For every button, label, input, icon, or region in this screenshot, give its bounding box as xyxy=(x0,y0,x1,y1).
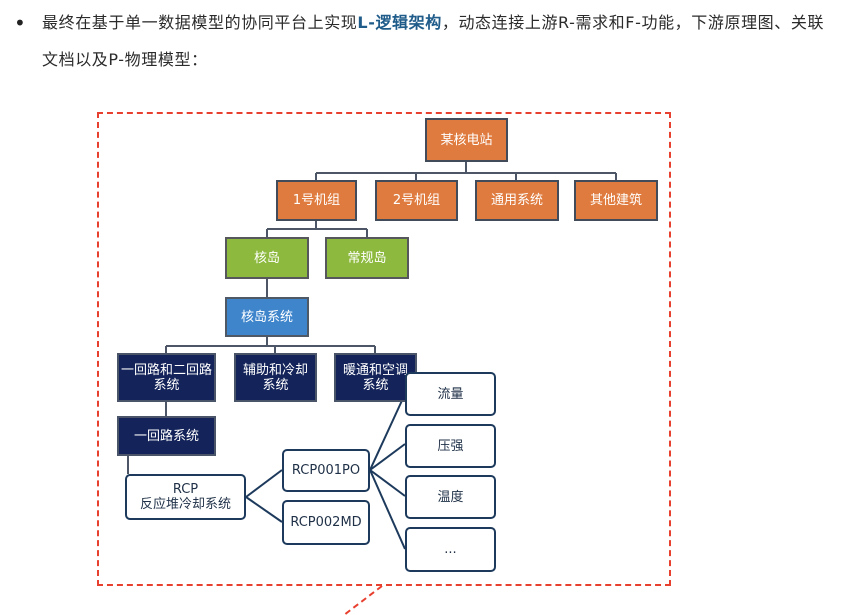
node-other-buildings: 其他建筑 xyxy=(574,180,658,221)
node-param-temperature: 温度 xyxy=(405,475,496,519)
bullet-point: • xyxy=(14,11,26,35)
node-root: 某核电站 xyxy=(425,118,508,162)
node-param-pressure: 压强 xyxy=(405,424,496,468)
dashed-frame xyxy=(97,112,671,586)
node-unit-1: 1号机组 xyxy=(276,180,357,221)
node-rcp002md: RCP002MD xyxy=(282,500,370,545)
node-primary-secondary-loop: 一回路和二回路 系统 xyxy=(117,353,216,402)
node-rcp001po: RCP001PO xyxy=(282,449,370,492)
node-conventional-island: 常规岛 xyxy=(325,237,409,279)
node-primary-loop: 一回路系统 xyxy=(117,416,216,456)
paragraph-highlight: L-逻辑架构 xyxy=(357,13,442,32)
description-paragraph: 最终在基于单一数据模型的协同平台上实现L-逻辑架构，动态连接上游R-需求和F-功… xyxy=(42,4,838,78)
node-param-flow: 流量 xyxy=(405,372,496,416)
node-auxiliary-cooling: 辅助和冷却 系统 xyxy=(234,353,317,402)
node-nuclear-island: 核岛 xyxy=(225,237,309,279)
node-param-more: ... xyxy=(405,527,496,572)
node-nuclear-island-system: 核岛系统 xyxy=(225,297,309,337)
paragraph-text-end: ，动态连接上游R-需求和F-功能，下游原理图、关联文档以及P-物理模型： xyxy=(42,13,825,69)
red-connector-line xyxy=(343,585,383,615)
node-hvac: 暖通和空调 系统 xyxy=(334,353,417,402)
node-unit-2: 2号机组 xyxy=(375,180,458,221)
node-common-systems: 通用系统 xyxy=(475,180,559,221)
paragraph-text-start: 最终在基于单一数据模型的协同平台上实现 xyxy=(42,13,358,32)
node-rcp-reactor-cooling: RCP 反应堆冷却系统 xyxy=(125,474,246,520)
